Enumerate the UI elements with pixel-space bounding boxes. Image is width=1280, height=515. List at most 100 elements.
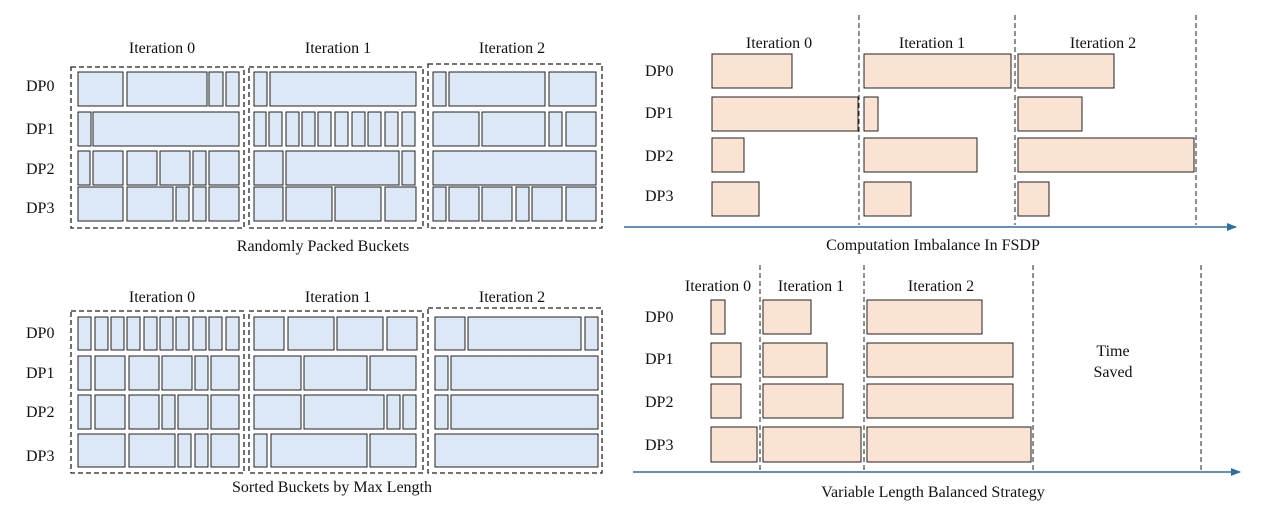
random-iteration-2-label: Iteration 2 (479, 40, 545, 57)
compute-block (762, 342, 828, 378)
fsdp-panel-caption: Computation Imbalance In FSDP (826, 237, 1040, 254)
bucket (77, 355, 92, 391)
bucket (303, 355, 368, 391)
bucket (334, 111, 349, 147)
bucket (269, 71, 417, 107)
bucket (515, 186, 530, 222)
time-saved-label-line-2: Saved (1093, 364, 1132, 381)
bucket (253, 394, 302, 430)
bucket (126, 150, 158, 186)
bucket (94, 316, 109, 351)
fsdp-rank-dp1-label: DP1 (645, 105, 673, 122)
bucket (94, 355, 126, 391)
bucket (434, 394, 449, 430)
bucket (208, 150, 240, 186)
bucket (565, 186, 597, 222)
compute-block (1017, 181, 1050, 217)
bucket (401, 111, 416, 147)
bucket (448, 71, 546, 107)
bucket (434, 355, 449, 391)
bucket (270, 433, 368, 468)
bucket (369, 355, 417, 391)
sorted-iteration-0-label: Iteration 0 (129, 289, 195, 306)
sorted-iteration-1-label: Iteration 1 (305, 289, 371, 306)
balanced-panel-caption: Variable Length Balanced Strategy (821, 484, 1044, 501)
random-rank-dp3-label: DP3 (26, 200, 54, 217)
random-iteration-2-frame (427, 63, 603, 229)
bucket (481, 111, 546, 147)
bucket (334, 186, 382, 222)
compute-block (711, 181, 760, 217)
bucket (369, 433, 417, 468)
compute-block (711, 53, 793, 89)
compute-block (711, 137, 745, 173)
bucket (77, 71, 124, 107)
bucket (208, 71, 224, 107)
bucket (192, 150, 207, 186)
bucket (432, 150, 597, 186)
bucket (208, 186, 240, 222)
bucket (467, 316, 582, 351)
bucket (77, 111, 92, 147)
bucket (77, 316, 92, 351)
fsdp-iteration-2-label: Iteration 2 (1070, 35, 1136, 52)
compute-block (710, 299, 726, 335)
bucket (253, 150, 284, 186)
bucket (210, 355, 240, 391)
bucket (175, 316, 190, 351)
bucket (110, 316, 125, 351)
bucket (92, 111, 240, 147)
random-rank-dp0-label: DP0 (26, 78, 54, 95)
panel-sorted-buckets: Iteration 0 Iteration 1 Iteration 2 DP0 … (26, 289, 603, 496)
bucket (448, 186, 480, 222)
bucket (268, 111, 283, 147)
balanced-rank-dp3-label: DP3 (645, 437, 673, 454)
bucket (450, 394, 599, 430)
bucket (192, 316, 207, 351)
bucket (143, 316, 158, 351)
compute-block (762, 383, 844, 419)
compute-block (863, 53, 1012, 89)
time-saved-label-line-1: Time (1096, 343, 1129, 360)
balanced-rank-dp1-label: DP1 (645, 351, 673, 368)
bucket (432, 186, 447, 222)
bucket (336, 316, 384, 351)
compute-block (866, 383, 1014, 419)
panel-balanced-strategy: Iteration 0 Iteration 1 Iteration 2 DP0 … (633, 265, 1241, 501)
compute-block (710, 426, 758, 463)
sorted-rank-dp1-label: DP1 (26, 365, 54, 382)
bucket (253, 433, 268, 468)
sorted-panel-caption: Sorted Buckets by Max Length (232, 479, 432, 496)
bucket (159, 316, 174, 351)
random-panel-caption: Randomly Packed Buckets (237, 238, 409, 255)
bucket (384, 111, 399, 147)
bucket (301, 111, 316, 147)
bucket (77, 433, 126, 468)
bucket (432, 111, 480, 147)
bucket (161, 394, 176, 430)
bucket (531, 186, 563, 222)
bucket (285, 186, 333, 222)
bucket (432, 71, 447, 107)
fsdp-iteration-1-label: Iteration 1 (899, 35, 965, 52)
bucket (175, 186, 190, 222)
compute-block (863, 137, 978, 173)
compute-block (1017, 96, 1083, 132)
compute-block (1017, 53, 1115, 89)
bucket (177, 433, 192, 468)
bucket (126, 186, 174, 222)
random-iteration-0-frame (70, 66, 245, 229)
fsdp-rank-dp3-label: DP3 (645, 188, 673, 205)
bucket (481, 186, 513, 222)
bucket (434, 433, 599, 468)
bucket (77, 150, 91, 186)
bucket (177, 394, 209, 430)
bucket (253, 316, 285, 351)
bucket (161, 355, 193, 391)
fsdp-rank-dp2-label: DP2 (645, 148, 673, 165)
balanced-iteration-2-label: Iteration 2 (908, 278, 974, 295)
balanced-iteration-0-label: Iteration 0 (685, 278, 751, 295)
compute-block (863, 181, 912, 217)
bucket (287, 316, 335, 351)
